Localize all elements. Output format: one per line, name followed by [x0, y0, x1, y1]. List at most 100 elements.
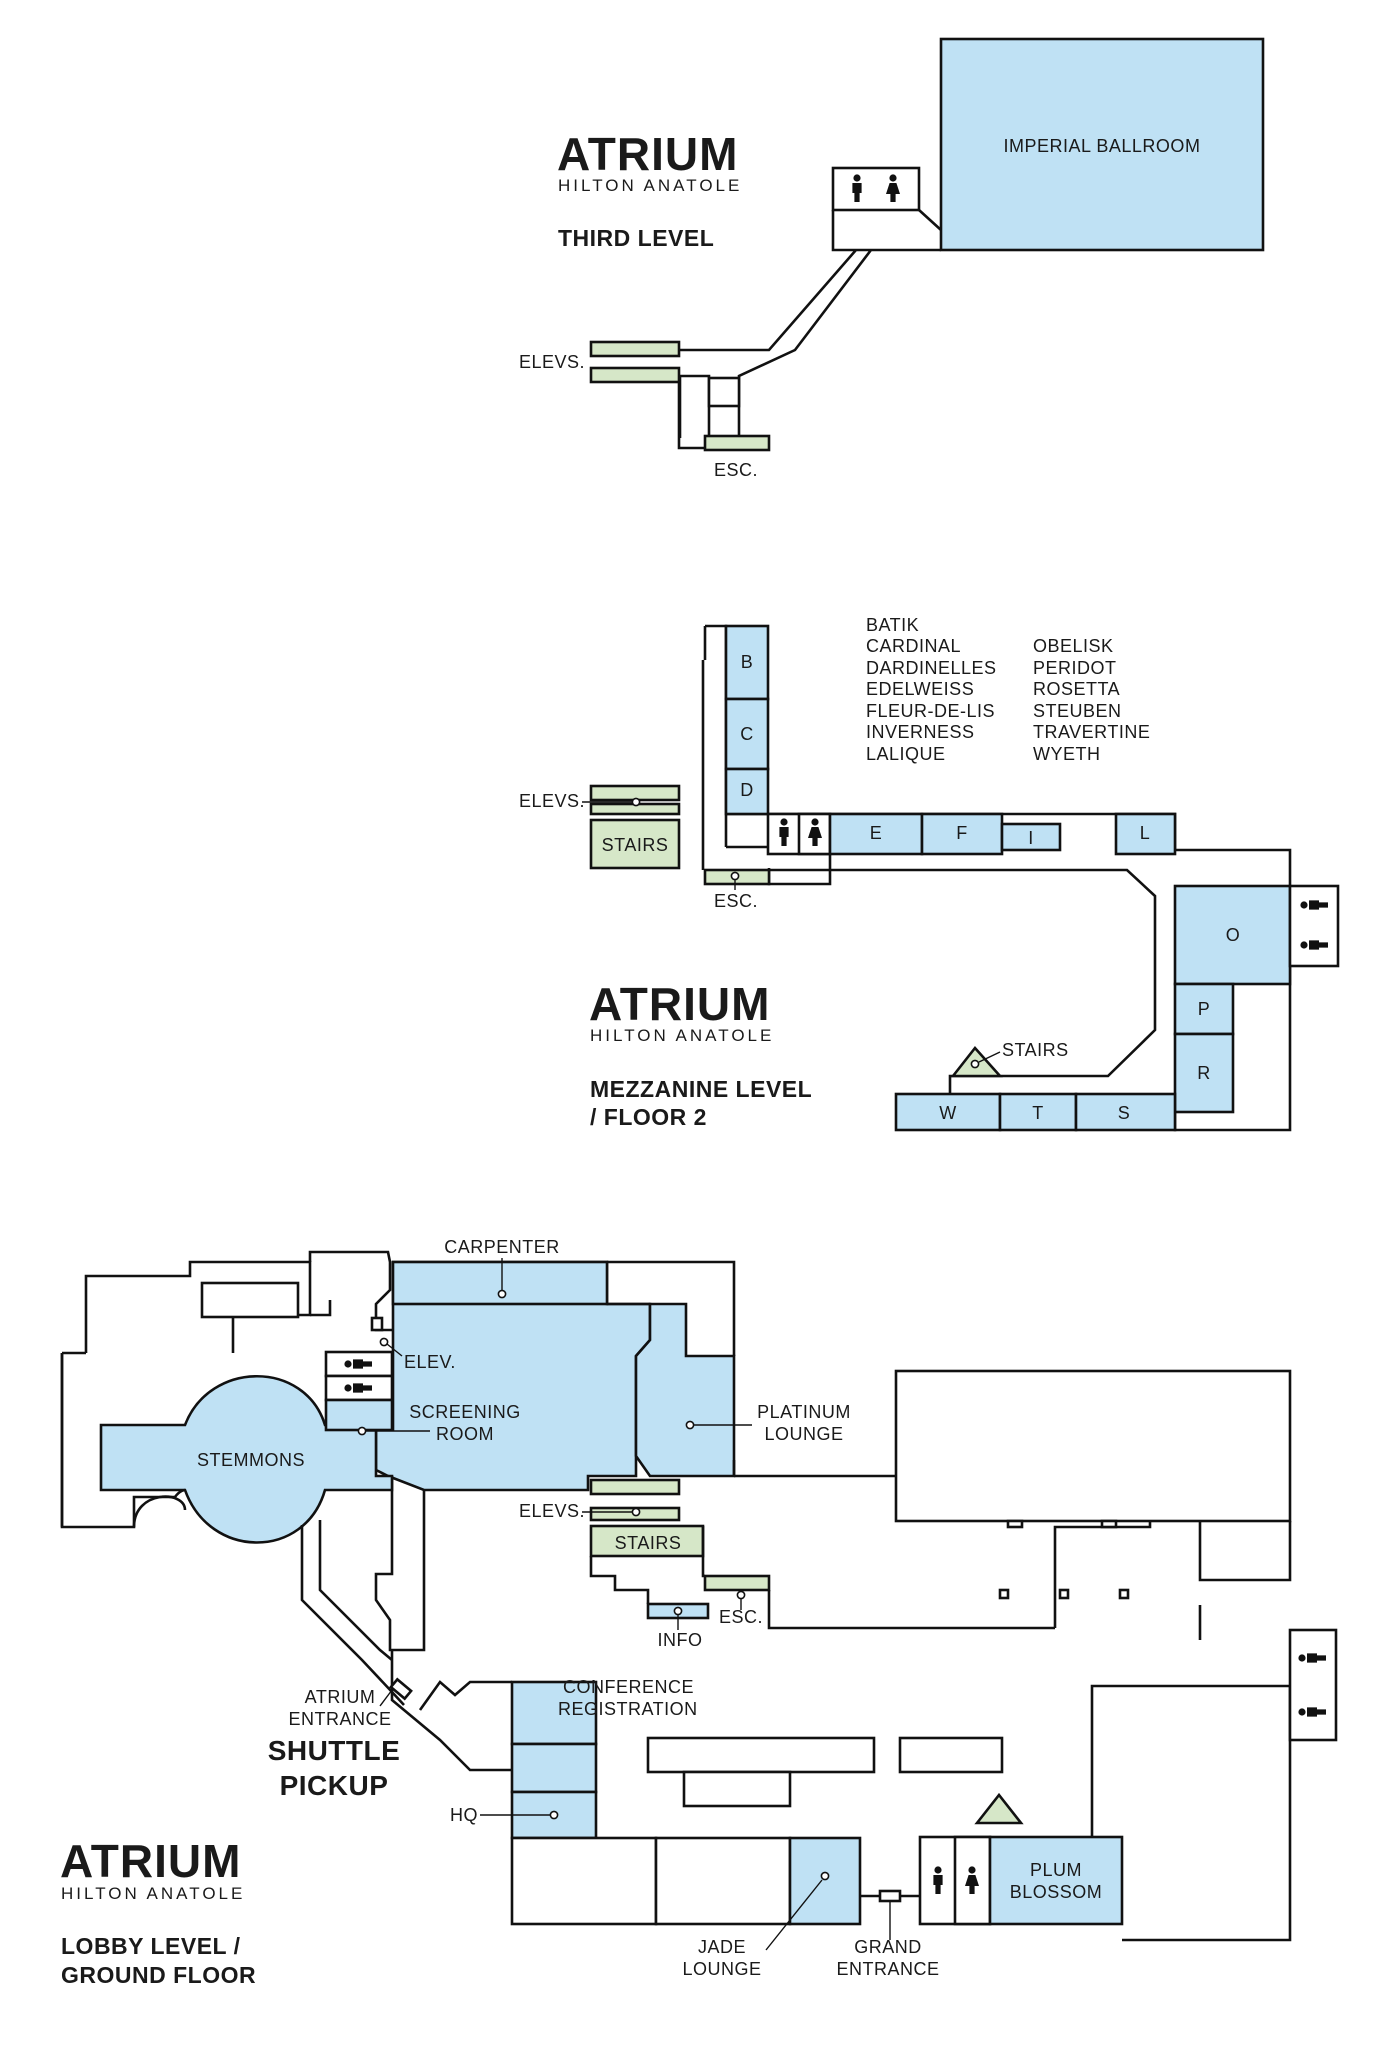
lobby-elevs-dot	[631, 1507, 641, 1517]
lobby-esc-dot	[736, 1590, 746, 1600]
room-f-label: F	[956, 823, 968, 843]
third-elevator-2[interactable]	[589, 366, 681, 384]
room-i-label: I	[1028, 828, 1034, 848]
lobby-desk-3	[898, 1736, 1004, 1774]
room-name-item: STEUBEN	[1033, 701, 1122, 721]
jade-dot	[820, 1871, 830, 1881]
third-elevator-1[interactable]	[589, 340, 681, 358]
mezz-room-list-2: OBELISK PERIDOT ROSETTA STEUBEN TRAVERTI…	[1033, 636, 1150, 764]
room-name-item: DARDINELLES	[866, 658, 997, 678]
conference-label-1: CONFERENCE	[563, 1677, 694, 1697]
lobby-level-title-1: LOBBY LEVEL /	[61, 1933, 241, 1959]
room-l[interactable]	[1114, 812, 1177, 856]
third-brand-subtitle: HILTON ANATOLE	[558, 176, 742, 195]
room-name-item: EDELWEISS	[866, 679, 974, 699]
room-t[interactable]	[998, 1092, 1078, 1132]
lobby-column-1	[998, 1588, 1010, 1600]
lobby-column-2	[1058, 1588, 1070, 1600]
room-d[interactable]	[724, 767, 770, 816]
screening-dot	[357, 1426, 367, 1436]
jade-leader	[765, 1879, 823, 1951]
elev-dot	[379, 1337, 389, 1347]
mezz-esc-dot	[730, 871, 740, 881]
room-name-item: OBELISK	[1033, 636, 1114, 656]
carpenter-dot	[497, 1289, 507, 1299]
carpenter-label: CARPENTER	[444, 1237, 560, 1257]
room-e-label: E	[870, 823, 883, 843]
jade-lounge-label-1: JADE	[698, 1937, 746, 1957]
lobby-south-stairs[interactable]	[974, 1792, 1024, 1825]
plum-blossom-label-1: PLUM	[1030, 1860, 1082, 1880]
plum-blossom[interactable]	[988, 1835, 1124, 1926]
lobby-stairs-label: STAIRS	[615, 1533, 682, 1553]
third-elevs-label: ELEVS.	[519, 352, 585, 372]
lobby-elevator-1[interactable]	[589, 1478, 681, 1496]
atrium-entrance-label-1: ATRIUM	[305, 1687, 376, 1707]
shuttle-pickup-label-2: PICKUP	[280, 1770, 389, 1801]
room-p-label: P	[1198, 999, 1211, 1019]
atrium-entrance-door	[389, 1677, 413, 1701]
imperial-ballroom-label: IMPERIAL BALLROOM	[1004, 136, 1201, 156]
room-name-item: FLEUR-DE-LIS	[866, 701, 995, 721]
room-r-label: R	[1197, 1063, 1211, 1083]
atrium-entrance-label-2: ENTRANCE	[288, 1709, 391, 1729]
room-name-item: BATIK	[866, 615, 919, 635]
room-w[interactable]	[894, 1092, 1002, 1132]
conference-registration[interactable]	[510, 1680, 598, 1746]
room-s-label: S	[1118, 1103, 1131, 1123]
elev-leader	[386, 1343, 403, 1357]
room-p[interactable]	[1173, 982, 1235, 1036]
room-b[interactable]	[724, 624, 770, 701]
mezz-level-title-2: / FLOOR 2	[590, 1104, 707, 1130]
atrium-entrance-corridor	[300, 1520, 405, 1706]
room-name-item: TRAVERTINE	[1033, 722, 1150, 742]
mezz-stairs[interactable]	[589, 818, 681, 870]
lobby-stairs[interactable]	[589, 1524, 705, 1558]
room-o-label: O	[1226, 925, 1241, 945]
room-i[interactable]	[1000, 822, 1062, 852]
room-s[interactable]	[1074, 1092, 1177, 1132]
platinum-lounge[interactable]	[634, 1302, 736, 1478]
screening-label-1: SCREENING	[409, 1402, 521, 1422]
mezz-stairs-leader	[978, 1051, 1001, 1063]
stemmons-room[interactable]	[99, 1374, 394, 1544]
room-name-item: WYETH	[1033, 744, 1101, 764]
room-t-label: T	[1032, 1103, 1044, 1123]
lobby-level-title-2: GROUND FLOOR	[61, 1962, 256, 1988]
hq-label: HQ	[450, 1805, 478, 1825]
room-r[interactable]	[1173, 1032, 1235, 1114]
mezz-restroom-right	[1288, 884, 1340, 968]
lobby-escalator[interactable]	[703, 1574, 771, 1592]
mezz-elevs-label: ELEVS.	[519, 791, 585, 811]
room-c[interactable]	[724, 697, 770, 771]
platinum-dot	[685, 1420, 695, 1430]
plum-blossom-label-2: BLOSSOM	[1010, 1882, 1103, 1902]
room-f[interactable]	[920, 812, 1004, 856]
jade-lounge[interactable]	[788, 1836, 862, 1926]
conference-reg-lower[interactable]	[510, 1742, 598, 1794]
room-e[interactable]	[828, 812, 924, 856]
lobby-elev-label: ELEV.	[404, 1352, 456, 1372]
lobby-small-room	[200, 1281, 300, 1319]
imperial-ballroom[interactable]	[939, 37, 1265, 252]
grand-entrance-label-2: ENTRANCE	[836, 1959, 939, 1979]
third-escalator[interactable]	[703, 434, 771, 452]
lobby-column-3	[1118, 1588, 1130, 1600]
mezz-stairs-dot	[970, 1059, 980, 1069]
screening-room[interactable]	[324, 1398, 394, 1432]
lobby-stair-steps	[589, 1526, 1055, 1630]
hq-dot	[549, 1810, 559, 1820]
lobby-esc-label: ESC.	[719, 1607, 763, 1627]
mezz-stairs-label: STAIRS	[602, 835, 669, 855]
mezz-brand-title: ATRIUM	[589, 978, 770, 1030]
jade-lounge-label-2: LOUNGE	[682, 1959, 761, 1979]
third-restroom-block	[831, 166, 921, 212]
screening-label-2: ROOM	[436, 1424, 494, 1444]
platinum-label-1: PLATINUM	[757, 1402, 851, 1422]
room-l-label: L	[1140, 823, 1151, 843]
lobby-plan	[60, 1250, 1338, 1951]
stemmons-outer	[60, 1353, 187, 1528]
lobby-central-outline	[374, 1260, 736, 1652]
lobby-west-wall	[60, 1260, 312, 1529]
